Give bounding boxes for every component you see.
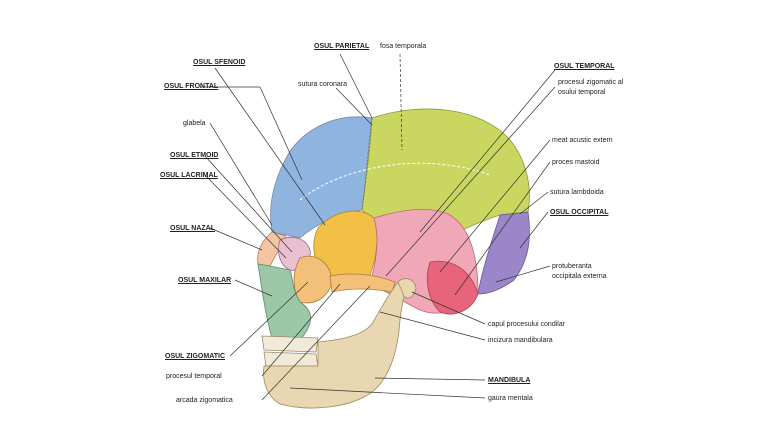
condyle (397, 278, 417, 299)
label-gaura-mentala: gaura mentala (488, 395, 533, 402)
label-meat-acustic: meat acustic extern (552, 137, 613, 144)
label-sutura-coronara: sutura coronara (298, 81, 348, 88)
label-arcada: arcada zigomatica (176, 397, 233, 404)
label-osul-sfenoid: OSUL SFENOID (193, 59, 246, 66)
zygomatic-arch (329, 273, 396, 293)
label-sutura-lambdoida: sutura lambdoida (550, 189, 604, 196)
label-procesul-temporal: procesul temporal (166, 373, 222, 380)
label-osul-parietal: OSUL PARIETAL (314, 43, 370, 50)
label-osul-etmoid: OSUL ETMOID (170, 152, 219, 159)
label-osul-occipital: OSUL OCCIPITAL (550, 209, 609, 216)
label-osul-nazal: OSUL NAZAL (170, 225, 215, 232)
label-osul-frontal: OSUL FRONTAL (164, 83, 219, 90)
label-capul-procesului: capul procesului condilar (488, 321, 566, 328)
label-osul-lacrimal: OSUL LACRIMAL (160, 172, 218, 179)
label-osul-zigomatic: OSUL ZIGOMATIC (165, 353, 226, 360)
label-glabela: glabela (183, 120, 206, 127)
label-fosa-temporala: fosa temporala (380, 43, 427, 50)
label-mandibula: MANDIBULA (488, 377, 531, 384)
label-incizura: incizura mandibulara (488, 337, 553, 344)
label-osul-maxilar: OSUL MAXILAR (178, 277, 232, 284)
label-protuberanta-2: occipitala externa (552, 273, 607, 280)
label-procesul-zigomatic-2: osului temporal (558, 89, 606, 96)
mastoid-region (426, 260, 479, 315)
temporal-fossa-line (299, 162, 491, 201)
label-proces-mastoid: proces mastoid (552, 159, 600, 166)
zygomatic-bone (293, 255, 333, 304)
coronal-suture (361, 117, 373, 211)
label-osul-temporal: OSUL TEMPORAL (554, 63, 615, 70)
maxilla-bone (257, 263, 311, 341)
upper-teeth (261, 335, 319, 353)
label-procesul-zigomatic-1: procesul zigomatic al (558, 79, 624, 86)
leader-lines (200, 53, 556, 401)
mandible-bone (263, 281, 409, 409)
occipital-bone (477, 211, 530, 295)
label-protuberanta-1: protuberanta (552, 263, 592, 270)
